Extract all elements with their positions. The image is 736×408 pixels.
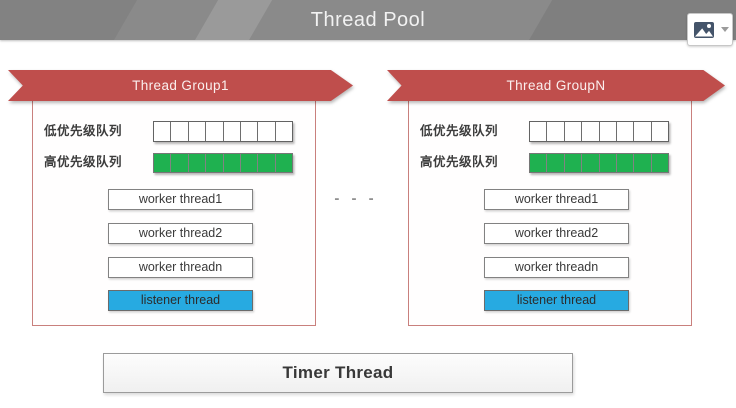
chevron-down-icon [721,27,729,32]
timer-thread-box: Timer Thread [103,353,573,393]
queue-cell [189,122,207,141]
thread-group-1: Thread Group1 低优先级队列 高优先级队列 worker threa… [8,70,353,326]
queue-cell [582,154,600,172]
queue-cell [171,122,189,141]
queue-cell [241,154,259,172]
high-priority-queue-label: 高优先级队列 [420,155,499,169]
worker-thread-2-box: worker thread2 [108,223,253,244]
image-export-button[interactable] [687,13,733,46]
thread-group-n-banner: Thread GroupN [387,70,725,101]
queue-cell [617,154,635,172]
queue-cell [617,122,635,141]
queue-cell [565,122,583,141]
queue-cell [258,154,276,172]
header-bar: Thread Pool [0,0,736,40]
queue-cell [154,122,172,141]
high-priority-queue [529,153,669,173]
listener-thread-box: listener thread [484,290,629,311]
groups-separator-dots: - - - [334,190,378,207]
queue-cell [224,154,241,172]
queue-cell [154,154,172,172]
queue-cell [634,122,652,141]
queue-cell [224,122,241,141]
queue-cell [652,154,668,172]
queue-cell [241,122,259,141]
queue-cell [547,122,565,141]
image-icon [694,21,714,38]
worker-thread-2-box: worker thread2 [484,223,629,244]
queue-cell [276,122,292,141]
thread-group-n-box: 低优先级队列 高优先级队列 worker thread1 worker thre… [408,100,692,326]
queue-cell [600,154,617,172]
high-priority-queue-label: 高优先级队列 [44,155,123,169]
low-priority-queue [153,121,293,142]
thread-group-n: Thread GroupN 低优先级队列 高优先级队列 worker threa… [387,70,725,326]
worker-thread-1-box: worker thread1 [108,189,253,210]
queue-cell [530,154,548,172]
queue-cell [171,154,189,172]
queue-cell [600,122,617,141]
queue-cell [189,154,207,172]
worker-thread-1-box: worker thread1 [484,189,629,210]
queue-cell [547,154,565,172]
queue-cell [206,154,224,172]
high-priority-queue [153,153,293,173]
low-priority-queue-label: 低优先级队列 [420,124,499,138]
queue-cell [565,154,583,172]
listener-thread-box: listener thread [108,290,253,311]
page-title: Thread Pool [310,9,426,31]
thread-group-1-box: 低优先级队列 高优先级队列 worker thread1 worker thre… [32,100,316,326]
banner-label: Thread GroupN [387,70,725,101]
banner-label: Thread Group1 [8,70,353,101]
worker-thread-n-box: worker threadn [108,257,253,278]
queue-cell [276,154,292,172]
worker-thread-n-box: worker threadn [484,257,629,278]
thread-group-1-banner: Thread Group1 [8,70,353,101]
queue-cell [634,154,652,172]
queue-cell [652,122,668,141]
queue-cell [258,122,276,141]
queue-cell [206,122,224,141]
low-priority-queue-label: 低优先级队列 [44,124,123,138]
low-priority-queue [529,121,669,142]
queue-cell [530,122,548,141]
queue-cell [582,122,600,141]
